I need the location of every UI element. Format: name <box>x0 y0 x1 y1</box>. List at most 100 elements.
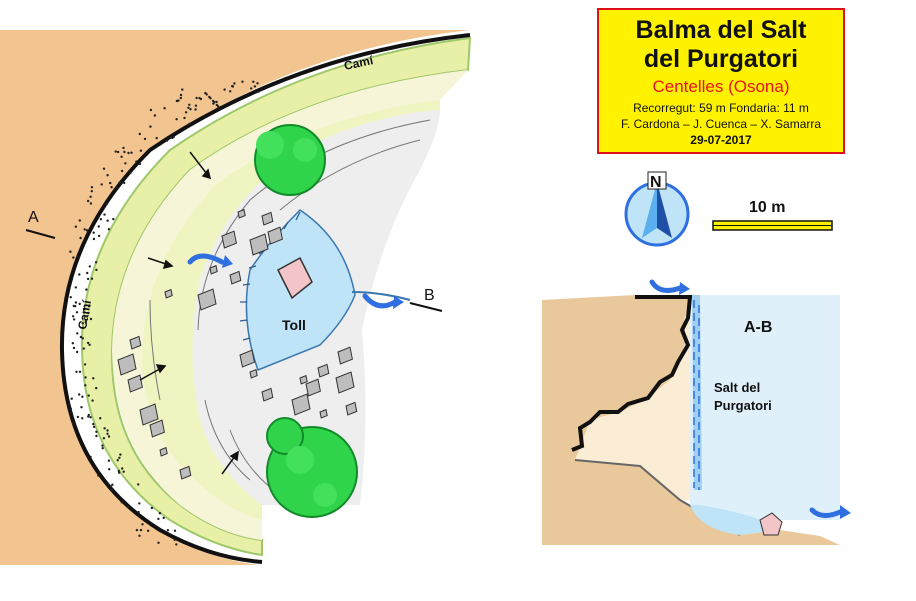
rock-block <box>239 349 255 368</box>
sediment-dot <box>95 386 98 390</box>
sediment-dot <box>139 149 143 152</box>
rock-block <box>335 371 355 394</box>
sediment-dot <box>110 488 114 492</box>
cave-name-line2: del Purgatori <box>643 45 799 73</box>
inner-slope <box>141 100 441 520</box>
sediment-dot <box>83 228 86 231</box>
sediment-dot <box>171 136 174 140</box>
sediment-dot <box>90 277 94 280</box>
sediment-dot <box>137 483 140 486</box>
sediment-dot <box>87 305 91 308</box>
sediment-dot <box>126 505 130 509</box>
water-outflow-arrow <box>362 293 398 309</box>
boulder-edge <box>277 269 293 299</box>
sediment-dot <box>103 427 106 430</box>
rock-block <box>179 465 192 480</box>
sediment-dot <box>116 150 120 154</box>
sediment-dot <box>139 528 143 532</box>
rock-block <box>291 393 311 416</box>
sediment-dot <box>89 195 92 198</box>
sediment-dot <box>163 107 166 110</box>
sediment-dot <box>212 102 215 105</box>
sediment-dot <box>135 160 138 163</box>
sediment-dot <box>71 342 75 345</box>
sediment-dot <box>74 286 78 289</box>
sediment-dot <box>143 137 147 141</box>
sediment-dot <box>101 444 104 447</box>
sediment-dot <box>106 219 109 222</box>
sediment-dot <box>69 407 73 410</box>
north-letter: N <box>650 174 662 191</box>
profile-outflow-arrowhead <box>840 505 851 519</box>
sediment-dot <box>102 167 106 170</box>
sediment-dot <box>75 311 79 314</box>
rock-block <box>261 387 274 402</box>
sediment-dot <box>89 455 92 459</box>
sediment-dot <box>250 87 253 90</box>
rock-block <box>249 368 258 379</box>
sediment-dot <box>215 103 218 107</box>
sediment-dot <box>123 181 126 185</box>
rock-block <box>127 374 143 393</box>
sediment-dot <box>88 343 91 346</box>
sediment-dot <box>86 341 90 345</box>
sediment-dot <box>75 350 79 354</box>
sediment-dot <box>118 471 121 474</box>
sediment-dot <box>78 393 81 396</box>
sediment-dot <box>89 202 93 205</box>
sediment-dot <box>137 510 140 514</box>
sediment-dot <box>79 335 83 339</box>
sediment-dot <box>157 541 160 544</box>
sediment-dot <box>177 99 180 102</box>
sediment-dot <box>76 415 80 419</box>
sediment-dot <box>108 468 111 471</box>
sediment-dot <box>87 415 90 418</box>
rock-block <box>221 230 237 249</box>
rock-block <box>117 353 137 376</box>
sediment-dot <box>149 125 152 128</box>
sediment-dot <box>107 228 111 231</box>
sediment-dot <box>92 237 96 241</box>
sediment-dot <box>91 399 94 402</box>
rock-block <box>249 233 269 256</box>
sediment-dot <box>97 474 100 477</box>
sediment-dot <box>69 296 72 299</box>
sediment-dot <box>106 432 109 435</box>
sediment-dot <box>111 483 114 486</box>
sediment-dot <box>72 304 76 308</box>
sediment-dot <box>229 90 232 93</box>
cave-name-line1: Balma del Salt <box>635 16 807 44</box>
rock-block <box>299 374 308 385</box>
sediment-dot <box>175 118 178 121</box>
sediment-dot <box>82 347 86 350</box>
rock-top-band <box>0 30 150 170</box>
waterfall-label-1: Salt del <box>714 380 760 395</box>
sediment-dot <box>74 301 78 304</box>
profile-rock <box>542 295 840 545</box>
water-inflow-arrow <box>187 253 225 265</box>
sediment-dot <box>188 122 191 126</box>
profile-section-label: A-B <box>744 319 772 336</box>
sediment-dot <box>121 467 124 470</box>
sediment-dot <box>175 543 178 546</box>
sediment-dot <box>122 146 125 150</box>
sediment-dot <box>72 422 75 425</box>
sediment-dot <box>92 231 95 234</box>
sediment-dot <box>110 186 113 189</box>
title-box: Balma del Salt del Purgatori Centelles (… <box>597 8 845 154</box>
section-mark-a <box>25 229 56 239</box>
sediment-dot <box>173 538 176 541</box>
sediment-dot <box>204 91 207 95</box>
sediment-dot <box>90 186 94 189</box>
sediment-dot <box>102 437 106 440</box>
profile-view <box>542 295 840 545</box>
sediment-dot <box>100 183 103 186</box>
sediment-dot <box>94 261 98 264</box>
sediment-dot <box>120 155 123 158</box>
sediment-dot <box>92 422 95 426</box>
profile-water-arrows <box>649 279 843 518</box>
sediment-dot <box>87 394 90 397</box>
sediment-dot <box>78 219 82 222</box>
sediment-dot <box>89 317 93 321</box>
